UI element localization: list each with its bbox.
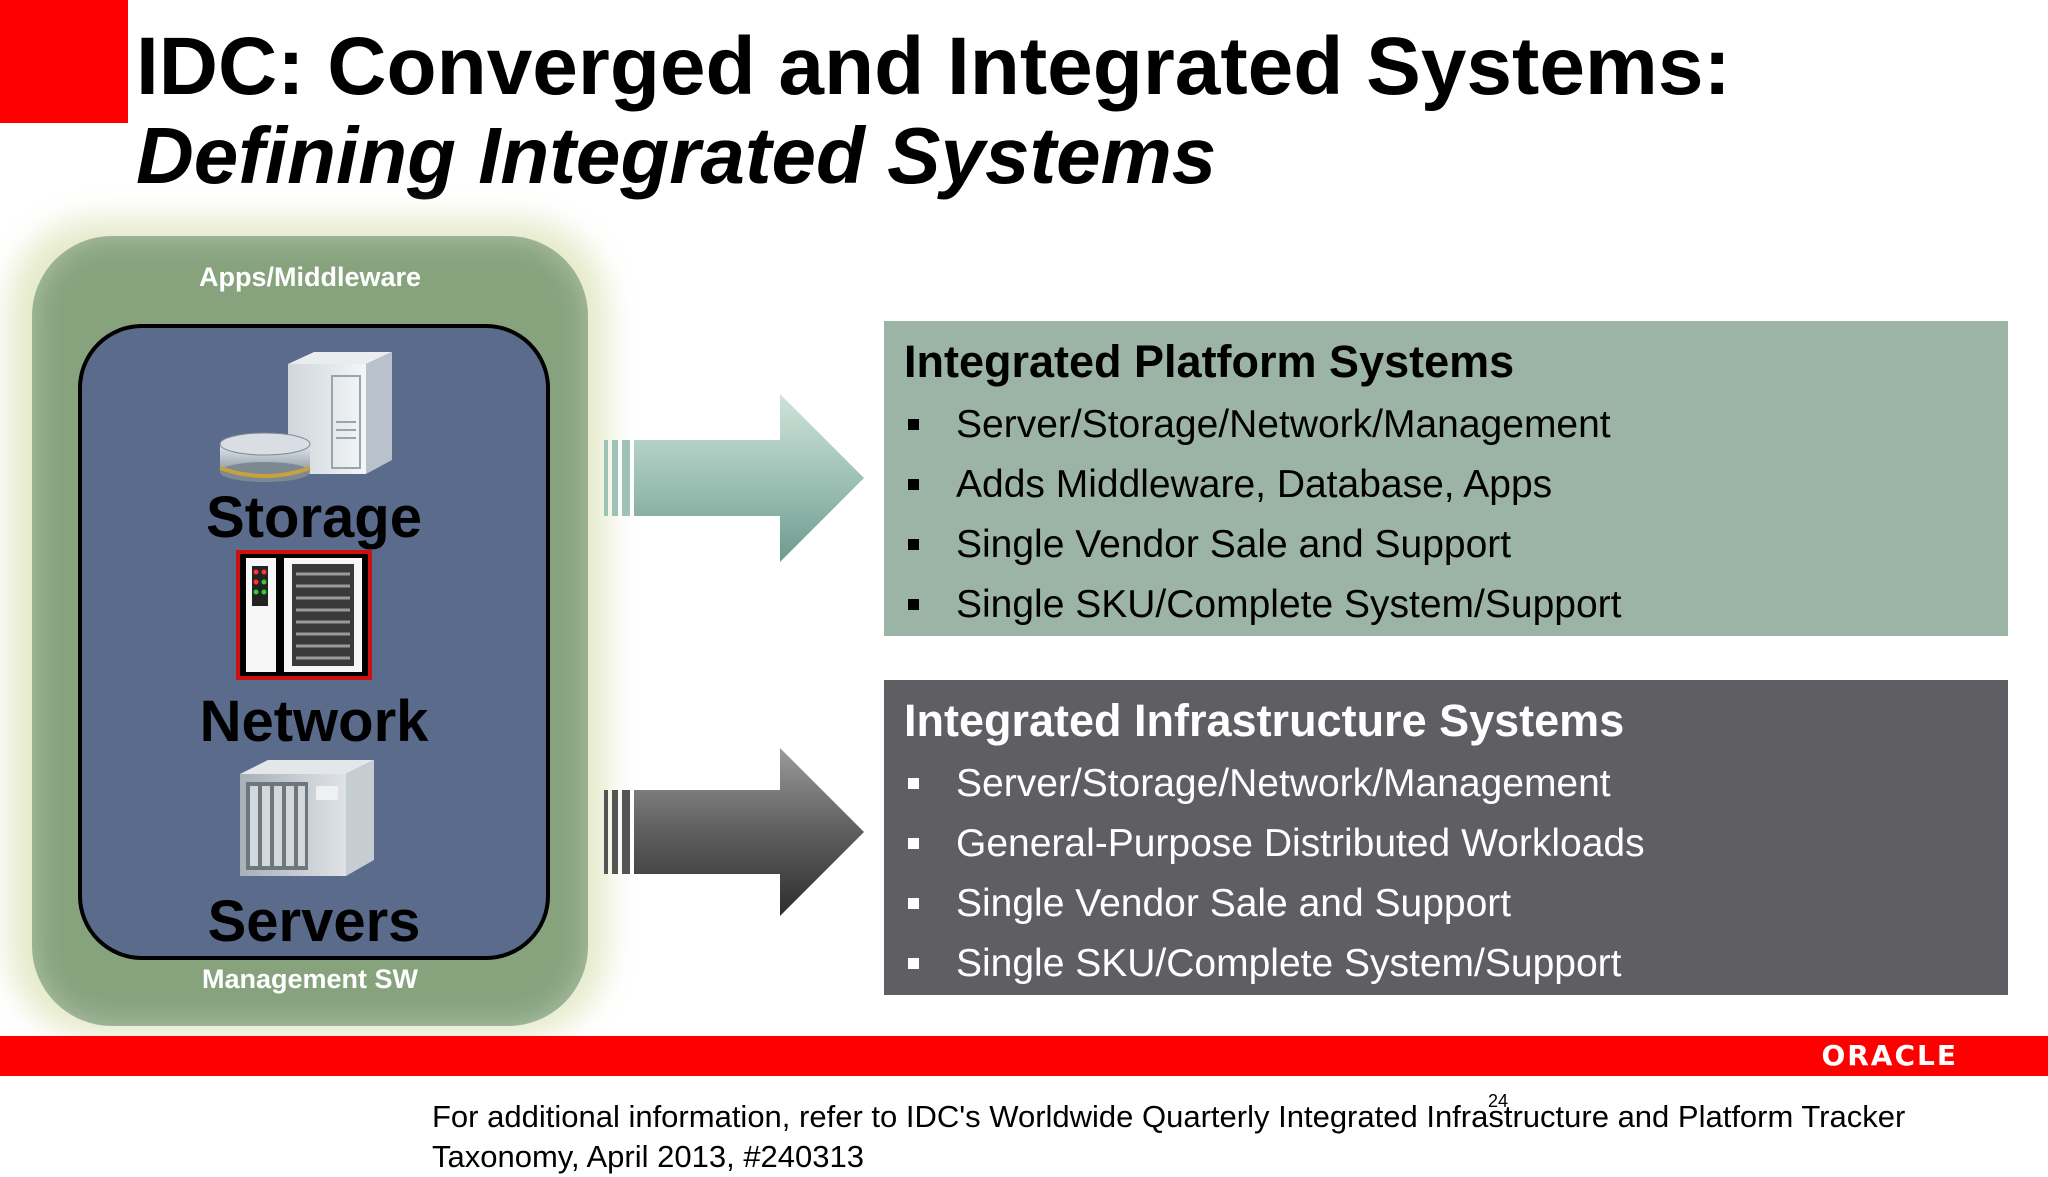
bullet-icon	[908, 778, 919, 789]
list-item: Server/Storage/Network/Management	[904, 754, 1988, 814]
bullet-icon	[908, 898, 919, 909]
integrated-infrastructure-systems-box: Integrated Infrastructure Systems Server…	[884, 680, 2008, 995]
bullet-icon	[908, 599, 919, 610]
stack-inner-layer: Storage Network	[78, 324, 550, 960]
brand-red-square	[0, 0, 128, 123]
list-item: Adds Middleware, Database, Apps	[904, 455, 1988, 515]
page-number: 24	[1488, 1091, 1509, 1111]
bullet-icon	[908, 539, 919, 550]
management-sw-label: Management SW	[201, 964, 419, 994]
bullet-icon	[908, 419, 919, 430]
servers-label: Servers	[207, 889, 421, 954]
arrow-to-platform-icon	[604, 394, 864, 562]
list-item: Server/Storage/Network/Management	[904, 395, 1988, 455]
list-item: General-Purpose Distributed Workloads	[904, 814, 1988, 874]
network-rack-icon	[236, 550, 372, 680]
list-item-text: General-Purpose Distributed Workloads	[956, 822, 1645, 865]
list-item-text: Single Vendor Sale and Support	[956, 523, 1512, 566]
footer-red-bar	[0, 1036, 2048, 1076]
slide-title: IDC: Converged and Integrated Systems:	[136, 21, 1731, 112]
list-item-text: Single SKU/Complete System/Support	[956, 583, 1622, 626]
network-label: Network	[199, 689, 429, 754]
list-item: Single Vendor Sale and Support	[904, 515, 1988, 575]
bullet-icon	[908, 838, 919, 849]
list-item-text: Single SKU/Complete System/Support	[956, 942, 1622, 985]
list-item: Single Vendor Sale and Support	[904, 874, 1988, 934]
arrow-to-infrastructure-icon	[604, 748, 864, 916]
bullet-list: Server/Storage/Network/Management Adds M…	[904, 395, 1988, 635]
storage-label: Storage	[206, 485, 422, 550]
storage-icon	[219, 352, 392, 482]
oracle-logo: ORACLE	[1821, 1039, 1958, 1072]
list-item: Single SKU/Complete System/Support	[904, 934, 1988, 994]
bullet-icon	[908, 958, 919, 969]
list-item-text: Single Vendor Sale and Support	[956, 882, 1512, 925]
box-heading: Integrated Platform Systems	[904, 336, 1515, 387]
slide-subtitle: Defining Integrated Systems	[136, 111, 1217, 200]
integrated-platform-systems-box: Integrated Platform Systems Server/Stora…	[884, 321, 2008, 636]
list-item-text: Adds Middleware, Database, Apps	[956, 463, 1553, 506]
footnote: For additional information, refer to IDC…	[432, 1099, 1906, 1174]
box-heading: Integrated Infrastructure Systems	[904, 695, 1625, 746]
bullet-list: Server/Storage/Network/Management Genera…	[904, 754, 1988, 994]
list-item-text: Server/Storage/Network/Management	[956, 762, 1611, 805]
list-item: Single SKU/Complete System/Support	[904, 575, 1988, 635]
apps-middleware-label: Apps/Middleware	[198, 262, 422, 292]
bullet-icon	[908, 479, 919, 490]
server-icon	[240, 760, 374, 876]
list-item-text: Server/Storage/Network/Management	[956, 403, 1611, 446]
